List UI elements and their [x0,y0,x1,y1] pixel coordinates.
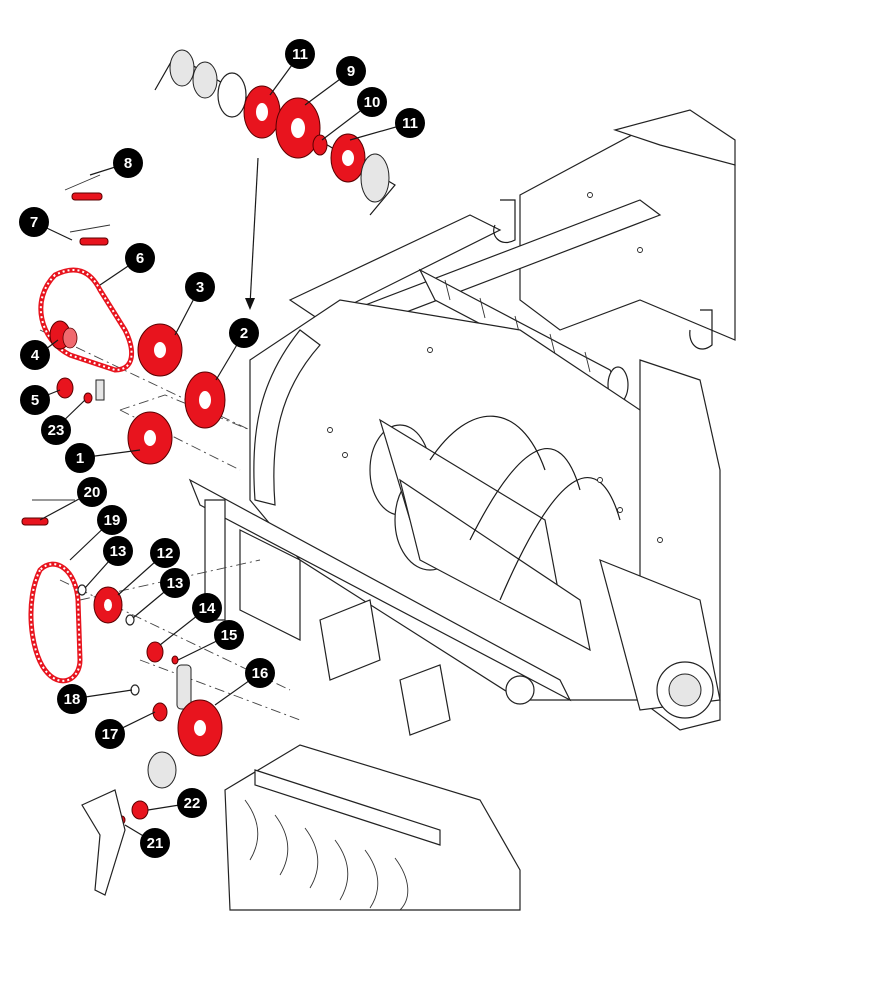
svg-text:11: 11 [292,46,308,63]
callout-11a: 11 [285,39,315,69]
callout-14: 14 [192,593,222,623]
callout-22: 22 [177,788,207,818]
callout-12: 12 [150,538,180,568]
svg-text:19: 19 [104,512,121,529]
callout-21: 21 [140,828,170,858]
callout-1: 1 [65,443,95,473]
svg-text:18: 18 [64,691,81,708]
svg-text:22: 22 [184,795,201,812]
callout-13a: 13 [103,536,133,566]
svg-text:5: 5 [31,392,39,409]
pickup-tines [244,799,409,911]
svg-text:3: 3 [196,279,204,296]
svg-text:12: 12 [157,545,174,562]
callout-20: 20 [77,477,107,507]
svg-text:13: 13 [110,543,127,560]
exploded-shaft-group [154,49,396,310]
lower-drive-parts [21,499,223,896]
svg-text:14: 14 [199,600,216,617]
svg-text:17: 17 [102,726,119,743]
callout-19: 19 [97,505,127,535]
svg-text:1: 1 [76,450,84,467]
svg-text:4: 4 [31,347,40,364]
callout-5: 5 [20,385,50,415]
callout-9: 9 [336,56,366,86]
callout-3: 3 [185,272,215,302]
callouts: 11 9 10 11 8 7 6 3 2 4 5 23 1 20 19 13 1… [19,39,425,858]
callout-7: 7 [19,207,49,237]
sprocket-14 [146,641,164,663]
bushing-17 [152,702,168,722]
machine-frame [188,109,736,911]
svg-text:8: 8 [124,155,132,172]
callout-18: 18 [57,684,87,714]
bushing-22 [131,800,149,820]
svg-text:9: 9 [347,63,355,80]
svg-text:15: 15 [221,627,238,644]
svg-text:23: 23 [48,422,65,439]
callout-16: 16 [245,658,275,688]
svg-text:13: 13 [167,575,184,592]
svg-text:21: 21 [147,835,164,852]
svg-text:6: 6 [136,250,144,267]
svg-text:11: 11 [402,115,418,132]
callout-2: 2 [229,318,259,348]
callout-23: 23 [41,415,71,445]
callout-4: 4 [20,340,50,370]
chain-19 [28,561,83,684]
callout-17: 17 [95,719,125,749]
spacer-10 [312,134,328,156]
svg-text:7: 7 [30,214,38,231]
svg-text:20: 20 [84,484,101,501]
callout-15: 15 [214,620,244,650]
upper-drive-parts [38,174,226,465]
callout-8: 8 [113,148,143,178]
svg-text:16: 16 [252,665,269,682]
callout-13b: 13 [160,568,190,598]
callout-11b: 11 [395,108,425,138]
svg-text:2: 2 [240,325,248,342]
svg-text:10: 10 [364,94,381,111]
callout-10: 10 [357,87,387,117]
chain-6 [38,267,135,373]
callout-6: 6 [125,243,155,273]
